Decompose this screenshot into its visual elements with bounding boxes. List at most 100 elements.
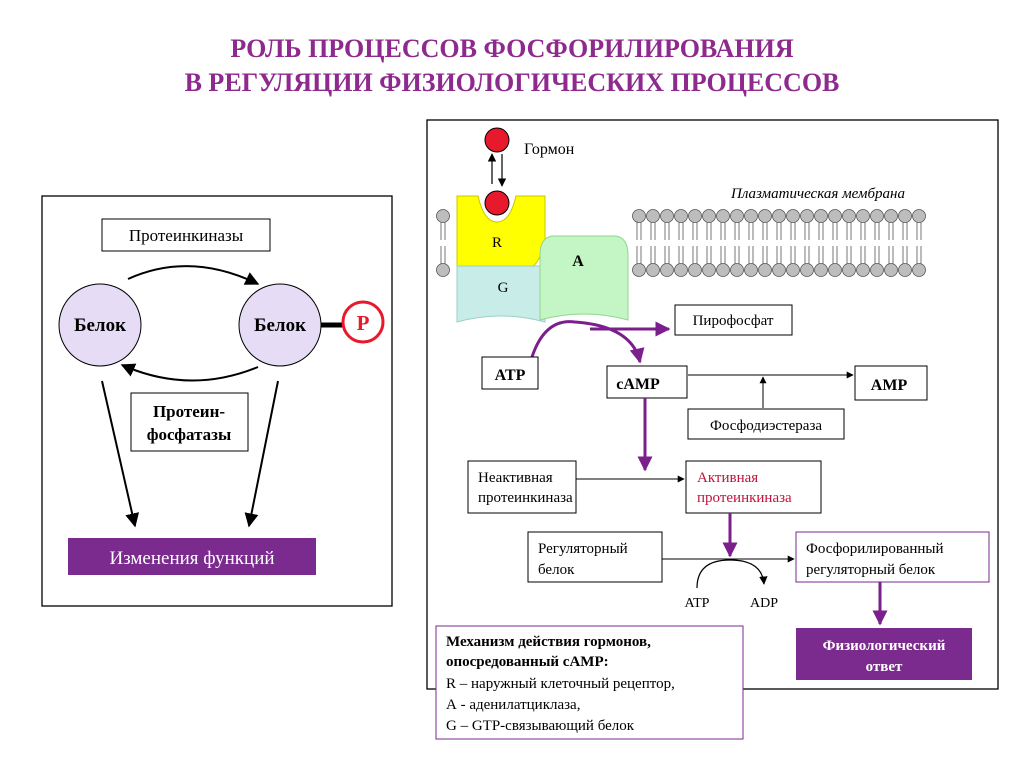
atp-adp-arc [696, 559, 768, 589]
protein-kinases-label: Протеинкиназы [129, 226, 244, 245]
lipid-head [436, 263, 450, 277]
adenylate-cyclase-shape: A [539, 235, 629, 321]
atp-small-label: ATP [685, 596, 710, 611]
lipid-head [702, 209, 716, 223]
phosphatases-line-1: Протеин- [153, 402, 225, 421]
lipid-head [646, 209, 660, 223]
lipid-head [646, 263, 660, 277]
lipid-head [688, 209, 702, 223]
lipid-head [632, 263, 646, 277]
lipid-head [674, 263, 688, 277]
protein-phosphatases-box: Протеин- фосфатазы [130, 392, 249, 452]
phosphorylated-protein-box: Фосфорилированный регуляторный белок [795, 531, 990, 583]
protein-circle-left: Белок [58, 283, 142, 367]
membrane-label: Плазматическая мембрана [730, 186, 905, 202]
camp-box: cAMP [606, 365, 688, 399]
lipid-head [772, 263, 786, 277]
lipid-head [758, 209, 772, 223]
lipid-head [856, 263, 870, 277]
lipid-head [828, 209, 842, 223]
regulatory-protein-box: Регуляторный белок [527, 531, 663, 583]
hormone-icon [484, 127, 510, 153]
atp-to-camp-arrow [530, 320, 645, 364]
lipid-head [842, 209, 856, 223]
response-line-1: Физиологический [823, 638, 946, 654]
left-function-arrow [101, 380, 140, 528]
pyrophosphate-label: Пирофосфат [693, 313, 774, 329]
pyrophosphate-box: Пирофосфат [674, 304, 793, 336]
phosphorylated-protein-line-1: Фосфорилированный [806, 541, 944, 557]
lipid-head [898, 209, 912, 223]
lipid-head [912, 263, 926, 277]
lipid-head [716, 209, 730, 223]
inactive-kinase-line-1: Неактивная [478, 470, 553, 486]
amp-box: AMP [854, 365, 928, 401]
lipid-head [660, 263, 674, 277]
right-panel: Плазматическая мембрана Гормон R G A [426, 119, 999, 740]
lipid-head [674, 209, 688, 223]
lipid-head [800, 209, 814, 223]
response-line-2: ответ [866, 659, 903, 675]
dephosphorylation-arrow [120, 363, 259, 382]
lipid-head [800, 263, 814, 277]
lipid-head [716, 263, 730, 277]
inactive-kinase-box: Неактивная протеинкиназа [467, 460, 577, 514]
lipid-head [898, 263, 912, 277]
right-panel-frame [426, 119, 999, 690]
lipid-head [744, 263, 758, 277]
protein-right-label: Белок [254, 315, 306, 336]
lipid-head [730, 209, 744, 223]
phosphatases-line-2: фосфатазы [147, 425, 232, 444]
lipid-head [772, 209, 786, 223]
active-kinase-line-2: протеинкиназа [697, 490, 792, 506]
hormone-label: Гормон [524, 141, 575, 158]
phosphate-label: P [357, 311, 370, 335]
lipid-head [814, 263, 828, 277]
lipid-head [828, 263, 842, 277]
phosphorylated-protein-line-2: регуляторный белок [806, 562, 936, 578]
legend-line-2: опосредованный cAMP: [446, 654, 609, 670]
physiological-response-box: Физиологический ответ [796, 628, 972, 680]
function-change-label: Изменения функций [109, 548, 274, 569]
title-line-1: РОЛЬ ПРОЦЕССОВ ФОСФОРИЛИРОВАНИЯ [230, 34, 794, 63]
lipid-head [744, 209, 758, 223]
lipid-head [814, 209, 828, 223]
legend-line-1: Механизм действия гормонов, [446, 634, 651, 650]
lipid-head [758, 263, 772, 277]
lipid-head [730, 263, 744, 277]
title-line-2: В РЕГУЛЯЦИИ ФИЗИОЛОГИЧЕСКИХ ПРОЦЕССОВ [184, 68, 840, 97]
lipid-head [632, 209, 646, 223]
lipid-head [856, 209, 870, 223]
lipid-head [884, 263, 898, 277]
lipid-head [842, 263, 856, 277]
regulatory-protein-line-2: белок [538, 562, 575, 578]
inactive-kinase-line-2: протеинкиназа [478, 490, 573, 506]
protein-kinases-box: Протеинкиназы [101, 218, 271, 252]
right-function-arrow [244, 380, 279, 528]
g-protein-shape: G [456, 265, 546, 323]
camp-label: cAMP [616, 376, 660, 393]
hormone-bound-icon [484, 190, 510, 216]
lipid-head [912, 209, 926, 223]
cyclase-label: A [572, 253, 584, 270]
g-protein-label: G [498, 280, 509, 296]
lipid-head [688, 263, 702, 277]
phosphorylation-arrow [127, 265, 260, 285]
lipid-head [870, 209, 884, 223]
lipid-head [884, 209, 898, 223]
lipid-head [786, 209, 800, 223]
phosphate-icon: P [341, 300, 385, 344]
protein-left-label: Белок [74, 315, 126, 336]
active-kinase-box: Активная протеинкиназа [685, 460, 822, 514]
lipid-head [786, 263, 800, 277]
lipid-head [870, 263, 884, 277]
lipid-head [436, 209, 450, 223]
left-panel: Протеинкиназы Белок Белок P Протеин- фос… [41, 195, 393, 607]
legend-line-5: G – GTP-связывающий белок [446, 718, 635, 734]
lipid-head [660, 209, 674, 223]
amp-label: AMP [871, 377, 908, 394]
protein-circle-right: Белок [238, 283, 322, 367]
atp-box: ATP [481, 356, 539, 390]
lipid-head [702, 263, 716, 277]
